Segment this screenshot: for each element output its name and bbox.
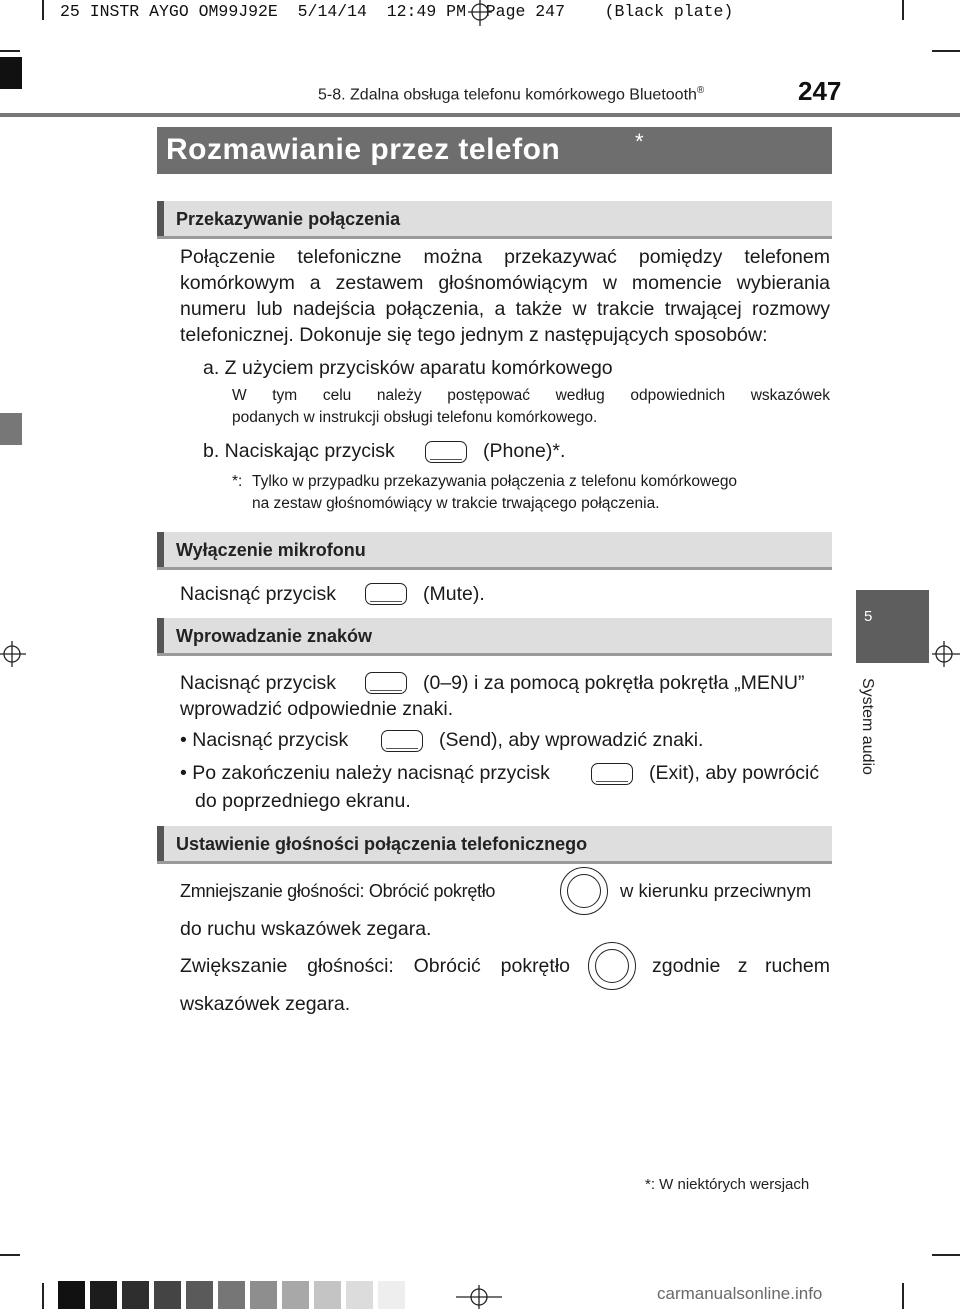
thumb-tab-black xyxy=(0,57,22,89)
note-line: na zestaw głośnomówiący w trakcie trwają… xyxy=(252,495,660,512)
input-line2: wprowadzić odpowiednie znaki. xyxy=(180,698,454,720)
color-swatch xyxy=(314,1281,341,1309)
note-line: Tylko w przypadku przekazywania połączen… xyxy=(252,473,738,490)
crop-mark xyxy=(42,1283,44,1309)
volume-inc-cont: wskazówek zegara. xyxy=(180,993,351,1015)
registration-mark xyxy=(468,0,492,26)
thumb-tab-grey xyxy=(0,413,22,445)
color-swatch xyxy=(218,1281,245,1309)
phone-button-icon xyxy=(425,441,467,463)
crop-mark xyxy=(0,1254,20,1256)
crop-mark xyxy=(902,1283,904,1309)
color-swatch xyxy=(282,1281,309,1309)
chapter-tab: 5 xyxy=(856,590,929,663)
crop-mark xyxy=(932,50,960,52)
title-bar: Rozmawianie przez telefon * xyxy=(157,127,832,174)
footnote: *: W niektórych wersjach xyxy=(645,1176,810,1193)
volume-inc-suffix: zgodnie z ruchem xyxy=(652,955,830,977)
crop-mark xyxy=(902,0,904,20)
bullet2-suffix: (Exit), aby powrócić xyxy=(649,762,820,784)
header-rule xyxy=(0,113,960,117)
registration-mark xyxy=(932,641,960,667)
item-a: a. Z użyciem przycisków aparatu komórkow… xyxy=(203,357,613,379)
item-a-note: podanych w instrukcji obsługi telefonu k… xyxy=(232,409,598,426)
subhead-input: Wprowadzanie znaków xyxy=(157,618,832,656)
color-swatch xyxy=(58,1281,85,1309)
crop-mark xyxy=(932,1254,960,1256)
volume-inc-prefix: Zwiększanie głośności: Obrócić pokrętło xyxy=(180,955,570,977)
send-button-icon xyxy=(381,730,423,752)
bullet2-prefix: • Po zakończeniu należy nacisnąć przycis… xyxy=(180,762,550,784)
mute-button-icon xyxy=(365,583,407,605)
color-swatch xyxy=(90,1281,117,1309)
volume-knob-icon xyxy=(560,867,608,915)
watermark: carmanualsonline.info xyxy=(657,1284,823,1303)
volume-dec-suffix: w kierunku przeciwnym xyxy=(620,880,812,901)
input-line1-prefix: Nacisnąć przycisk xyxy=(180,672,337,694)
exit-button-icon xyxy=(591,763,633,785)
chapter-label: System audio xyxy=(859,678,876,775)
mute-prefix: Nacisnąć przycisk xyxy=(180,583,337,605)
color-swatch xyxy=(346,1281,373,1309)
color-swatch xyxy=(250,1281,277,1309)
input-line1-suffix: (0–9) i za pomocą pokrętła pokrętła „MEN… xyxy=(423,672,805,694)
title-asterisk: * xyxy=(635,129,644,154)
page-number: 247 xyxy=(798,76,842,106)
subhead-volume: Ustawienie głośności połączenia telefoni… xyxy=(157,826,832,864)
section-title: 5-8. Zdalna obsługa telefonu komórkowego… xyxy=(318,85,705,104)
bullet2-cont: do poprzedniego ekranu. xyxy=(195,790,411,812)
print-slug: 25 INSTR AYGO OM99J92E 5/14/14 12:49 PM … xyxy=(60,2,734,21)
subhead-transfer: Przekazywanie połączenia xyxy=(157,201,832,239)
color-swatch xyxy=(378,1281,405,1309)
registration-mark xyxy=(0,641,26,667)
body-line: komórkowym a zestawem głośnomówiącym w m… xyxy=(180,272,830,294)
color-swatch xyxy=(122,1281,149,1309)
digit-button-icon xyxy=(365,672,407,694)
volume-dec-cont: do ruchu wskazówek zegara. xyxy=(180,918,432,940)
bullet1-prefix: • Nacisnąć przycisk xyxy=(180,729,349,751)
volume-knob-icon xyxy=(588,942,636,990)
bullet1-suffix: (Send), aby wprowadzić znaki. xyxy=(439,729,704,751)
body-line: Połączenie telefoniczne można przekazywa… xyxy=(180,246,830,268)
body-line: numeru lub nadejścia połączenia, a także… xyxy=(180,298,830,320)
item-a-note: W tym celu należy postępować według odpo… xyxy=(232,387,830,404)
volume-dec-prefix: Zmniejszanie głośności: Obrócić pokrętło xyxy=(180,881,496,901)
item-b-suffix: (Phone)*. xyxy=(483,440,566,462)
subhead-mute: Wyłączenie mikrofonu xyxy=(157,532,832,570)
note-star: *: xyxy=(232,473,243,490)
color-swatch xyxy=(186,1281,213,1309)
body-line: telefonicznej. Dokonuje się tego jednym … xyxy=(180,324,768,346)
page-title: Rozmawianie przez telefon xyxy=(166,133,561,166)
color-swatch xyxy=(154,1281,181,1309)
crop-mark xyxy=(42,0,44,20)
item-b-prefix: b. Naciskając przycisk xyxy=(203,440,395,462)
mute-suffix: (Mute). xyxy=(423,583,485,605)
registration-mark xyxy=(456,1285,502,1309)
crop-mark xyxy=(0,50,20,52)
